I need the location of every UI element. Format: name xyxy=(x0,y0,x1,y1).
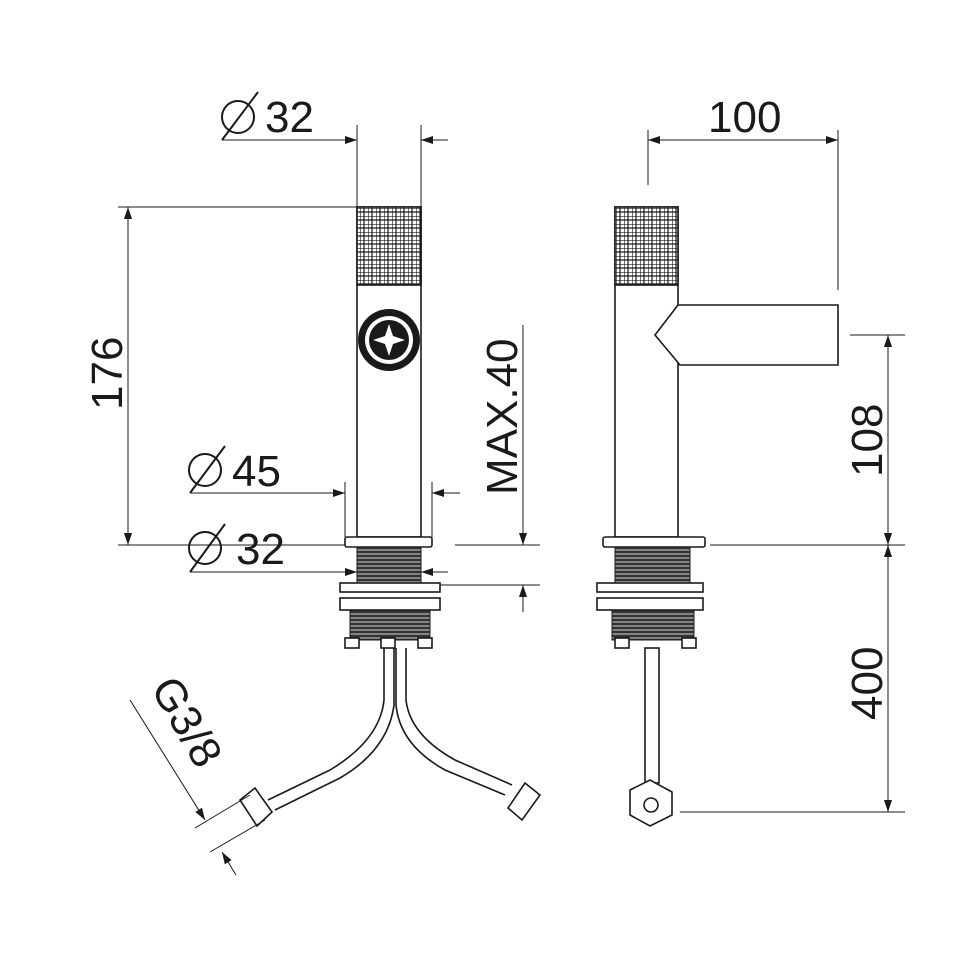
hose-fitting-left xyxy=(238,786,274,828)
stud xyxy=(344,637,360,649)
dimension-lines xyxy=(118,91,905,876)
dim-base-diameter: 45 xyxy=(232,447,281,496)
stud-side xyxy=(614,637,630,649)
dim-spout-height: 108 xyxy=(843,404,892,477)
threaded-shank xyxy=(356,546,422,586)
dim-body-height: 176 xyxy=(83,337,132,410)
side-view xyxy=(596,206,839,827)
lock-nut-side xyxy=(611,609,695,641)
dim-max-deck: MAX.40 xyxy=(478,338,527,495)
knurled-cap xyxy=(356,206,422,286)
diameter-symbol-icon xyxy=(188,523,226,573)
hose-fitting-side xyxy=(629,779,673,827)
hose-fitting-right xyxy=(506,781,542,822)
washer-side xyxy=(596,582,704,593)
dim-thread-size: G3/8 xyxy=(141,669,231,776)
washer xyxy=(339,582,441,593)
stud-side xyxy=(681,637,697,649)
base-ring-side xyxy=(602,536,706,548)
stud xyxy=(380,637,396,649)
knurled-cap-side xyxy=(614,206,679,286)
handle-knob xyxy=(358,309,420,371)
washer-side xyxy=(596,597,704,611)
dim-hose-length: 400 xyxy=(843,647,892,720)
dim-top-diameter: 32 xyxy=(265,93,314,142)
stud xyxy=(417,637,433,649)
supply-hoses xyxy=(238,648,542,828)
front-view xyxy=(238,206,542,828)
spout xyxy=(653,304,839,366)
diameter-symbol-icon xyxy=(188,445,226,494)
dim-shank-diameter: 32 xyxy=(236,525,285,574)
hose-side xyxy=(644,647,660,784)
dimension-labels: 32 100 176 MAX.40 45 32 108 400 G3/8 xyxy=(83,93,892,776)
lock-nut xyxy=(349,609,431,641)
washer xyxy=(339,597,441,611)
dim-spout-reach: 100 xyxy=(708,93,781,142)
threaded-shank-side xyxy=(614,546,691,584)
diameter-symbol-icon xyxy=(221,91,259,141)
base-ring xyxy=(344,536,433,548)
